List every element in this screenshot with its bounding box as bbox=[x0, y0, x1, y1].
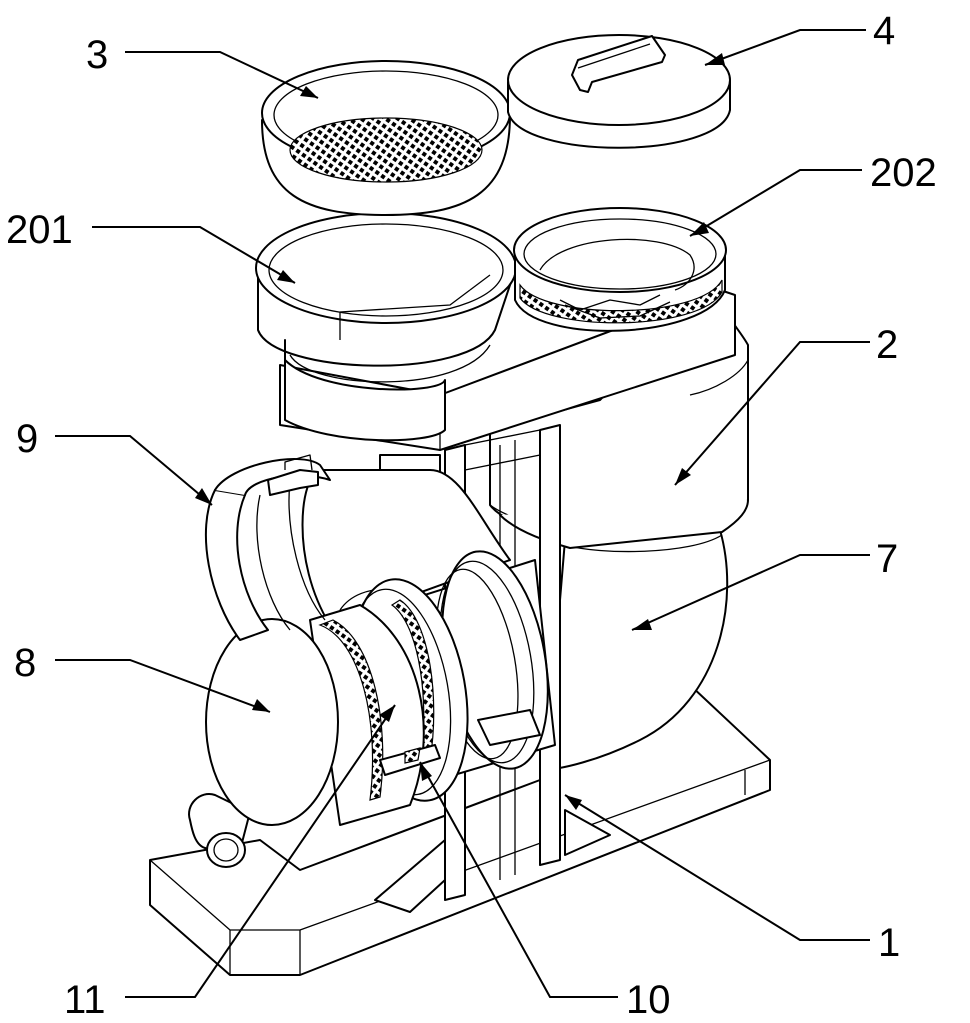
label-8: 8 bbox=[14, 641, 36, 685]
inlet-pipe bbox=[188, 793, 251, 868]
arrow-3 bbox=[300, 86, 318, 98]
arrow-10 bbox=[420, 762, 432, 781]
label-11: 11 bbox=[64, 978, 106, 1022]
label-9: 9 bbox=[16, 417, 38, 461]
side-hose bbox=[204, 454, 331, 641]
leader-1 bbox=[564, 794, 870, 941]
label-1: 1 bbox=[878, 921, 900, 965]
label-10: 10 bbox=[626, 978, 671, 1022]
arrow-8 bbox=[252, 699, 270, 712]
leader-9 bbox=[55, 435, 213, 506]
leader-201 bbox=[92, 226, 296, 284]
label-202: 202 bbox=[870, 151, 937, 195]
arrow-9 bbox=[195, 488, 212, 505]
leader-2 bbox=[674, 341, 870, 486]
leader-11 bbox=[125, 704, 396, 998]
leader-10 bbox=[419, 761, 618, 998]
arrow-1 bbox=[565, 795, 582, 810]
arrow-7 bbox=[632, 619, 652, 630]
part-labels: 3 4 201 202 2 9 7 8 1 11 10 bbox=[6, 9, 937, 1022]
leader-4 bbox=[704, 29, 866, 66]
leader-lines bbox=[55, 29, 870, 998]
arrow-11 bbox=[379, 705, 395, 722]
arrow-202 bbox=[690, 222, 709, 236]
arrow-201 bbox=[277, 270, 295, 283]
right-chamber bbox=[513, 207, 727, 332]
label-201: 201 bbox=[6, 208, 73, 252]
mesh-screen bbox=[261, 60, 511, 216]
label-3: 3 bbox=[86, 33, 108, 77]
end-cap bbox=[205, 604, 441, 826]
leader-202 bbox=[689, 169, 862, 237]
leader-3 bbox=[125, 51, 319, 99]
arrow-4 bbox=[705, 53, 725, 65]
left-hopper bbox=[255, 212, 517, 442]
arrow-2 bbox=[675, 468, 691, 485]
label-4: 4 bbox=[873, 9, 895, 53]
lid bbox=[507, 34, 731, 149]
leader-8 bbox=[55, 659, 271, 713]
label-7: 7 bbox=[876, 537, 898, 581]
label-2: 2 bbox=[876, 323, 898, 367]
leader-7 bbox=[631, 554, 870, 631]
